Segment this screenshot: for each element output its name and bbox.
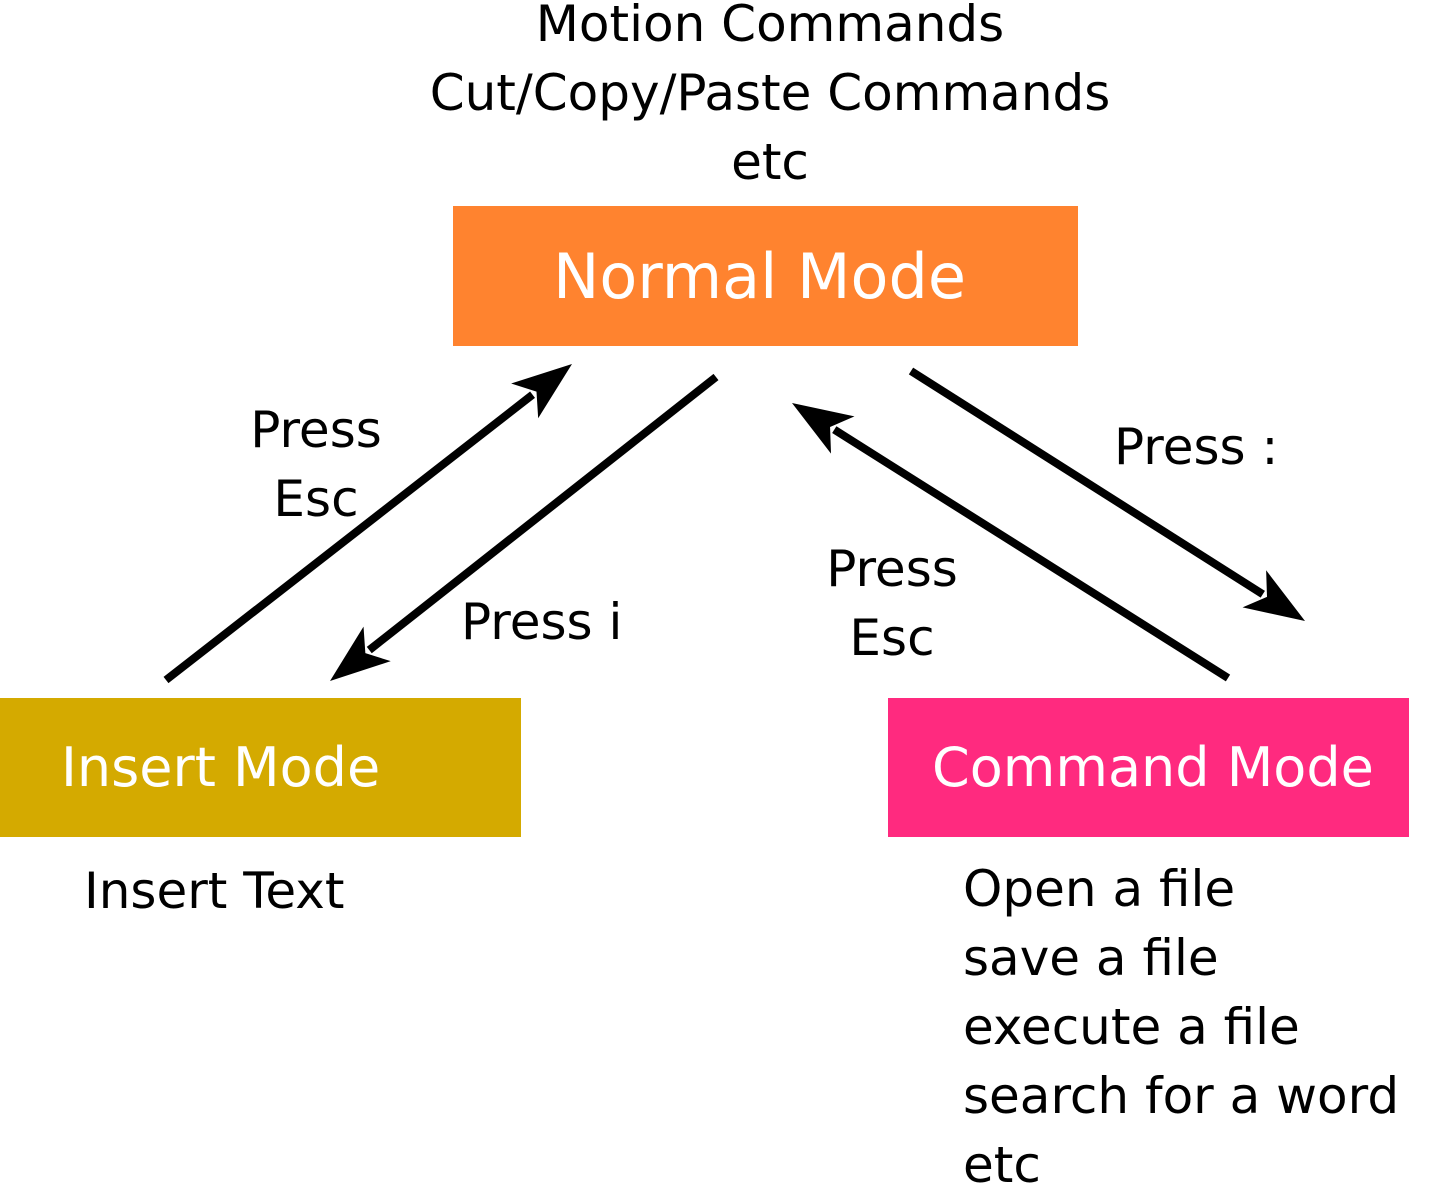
insert-mode-notes: Insert Text	[84, 857, 344, 926]
arrow-insert-to-normal-shaft	[163, 391, 535, 684]
arrow-normal-to-insert-shaft	[366, 373, 719, 654]
arrow-normal-to-command-head	[1242, 570, 1305, 621]
label-insert-to-normal: Press Esc	[216, 396, 416, 534]
insert-mode-box: Insert Mode	[0, 698, 521, 837]
normal-note-etc: etc	[731, 133, 809, 191]
label-normal-to-command-line-1: Press :	[1114, 418, 1279, 476]
normal-note-cut-copy-paste: Cut/Copy/Paste Commands	[429, 64, 1111, 122]
command-note-etc: etc	[963, 1136, 1041, 1194]
label-command-to-normal: Press Esc	[792, 535, 992, 673]
insert-note-text: Insert Text	[84, 862, 345, 920]
arrow-normal-to-insert	[330, 373, 719, 681]
arrow-normal-to-command-shaft	[908, 367, 1265, 598]
command-mode-box: Command Mode	[888, 698, 1409, 837]
arrow-normal-to-command	[908, 367, 1305, 621]
normal-mode-box: Normal Mode	[453, 206, 1078, 346]
label-normal-to-insert-line-1: Press i	[461, 593, 623, 651]
command-mode-notes: Open a file save a file execute a file s…	[963, 855, 1399, 1200]
arrow-command-to-normal-head	[792, 403, 855, 454]
arrow-normal-to-insert-head	[330, 626, 391, 681]
arrow-command-to-normal	[792, 403, 1231, 682]
insert-mode-label: Insert Mode	[61, 736, 381, 799]
label-command-to-normal-line-2: Esc	[849, 609, 935, 667]
label-insert-to-normal-line-1: Press	[250, 401, 382, 459]
label-normal-to-command: Press :	[1114, 413, 1278, 482]
normal-note-motion: Motion Commands	[535, 0, 1005, 53]
command-mode-label: Command Mode	[932, 736, 1374, 799]
label-insert-to-normal-line-2: Esc	[273, 470, 359, 528]
label-command-to-normal-line-1: Press	[826, 540, 958, 598]
command-note-search: search for a word	[963, 1067, 1400, 1125]
normal-mode-notes: Motion Commands Cut/Copy/Paste Commands …	[370, 0, 1170, 197]
arrow-insert-to-normal-head	[511, 364, 572, 419]
arrow-command-to-normal-shaft	[832, 426, 1231, 682]
normal-mode-label: Normal Mode	[553, 239, 966, 313]
label-normal-to-insert: Press i	[461, 588, 622, 657]
command-note-save: save a file	[963, 929, 1219, 987]
command-note-open: Open a file	[963, 860, 1236, 918]
command-note-execute: execute a file	[963, 998, 1300, 1056]
arrow-insert-to-normal	[163, 364, 572, 684]
